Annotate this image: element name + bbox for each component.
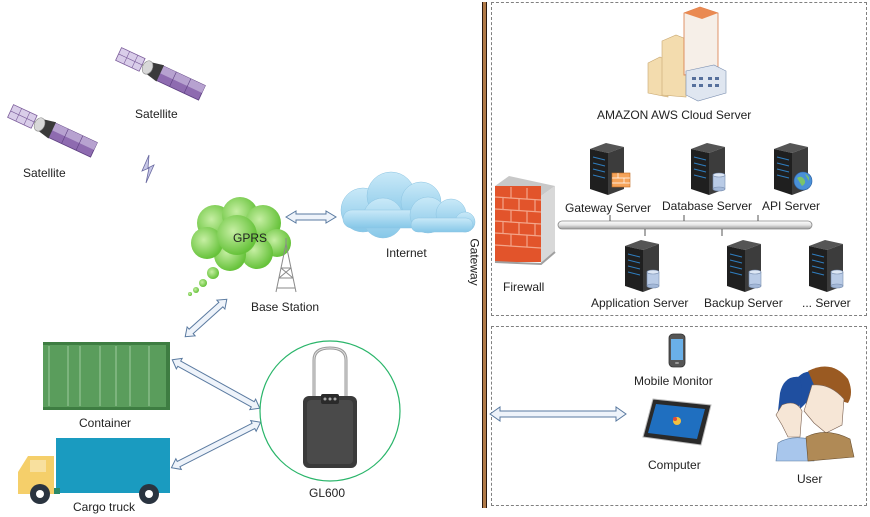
api-server-icon bbox=[773, 142, 813, 196]
database-badge-icon bbox=[712, 172, 726, 192]
container-icon bbox=[43, 342, 170, 410]
clients-panel bbox=[491, 326, 867, 506]
gprs-label: GPRS bbox=[233, 231, 268, 245]
user-label: User bbox=[797, 472, 823, 486]
internet-cloud-icon bbox=[340, 171, 476, 239]
arrow-truck-device bbox=[170, 419, 262, 471]
backup-server-icon bbox=[726, 239, 762, 293]
database-badge-icon bbox=[748, 269, 762, 289]
connection-arrows bbox=[170, 210, 337, 471]
gateway-server-label: Gateway Server bbox=[565, 201, 652, 215]
satellite-label: Satellite bbox=[135, 107, 178, 121]
computer-label: Computer bbox=[648, 458, 701, 472]
gl600-device-circle bbox=[259, 340, 401, 482]
application-server-icon bbox=[624, 239, 660, 293]
backup-server-label: Backup Server bbox=[704, 296, 783, 310]
gateway-label: Gateway bbox=[467, 238, 482, 286]
gprs-cloud-icon bbox=[188, 197, 291, 296]
firewall-label: Firewall bbox=[503, 280, 545, 294]
cloud-title: AMAZON AWS Cloud Server bbox=[597, 108, 752, 122]
internet-label: Internet bbox=[386, 246, 427, 260]
application-server-label: Application Server bbox=[591, 296, 689, 310]
gateway-server-icon bbox=[589, 142, 631, 196]
api-server-label: API Server bbox=[762, 199, 821, 213]
cloud-buildings-icon bbox=[647, 6, 727, 102]
user-icon bbox=[775, 366, 855, 462]
arrow-container-device bbox=[171, 357, 261, 411]
container-label: Container bbox=[79, 416, 132, 430]
lightning-icon bbox=[141, 154, 155, 184]
cargo-truck-label: Cargo truck bbox=[73, 500, 136, 514]
mobile-monitor-label: Mobile Monitor bbox=[634, 374, 713, 388]
gateway-clients-arrow bbox=[489, 406, 627, 422]
cargo-truck-icon bbox=[18, 438, 170, 504]
firewall-icon bbox=[494, 176, 556, 266]
cloud-server-panel bbox=[491, 2, 867, 316]
other-server-icon bbox=[808, 239, 844, 293]
satellite-label: Satellite bbox=[23, 166, 66, 180]
tablet-computer-icon bbox=[642, 398, 712, 446]
arrow-gprs-internet bbox=[285, 210, 337, 224]
database-server-icon bbox=[690, 142, 726, 196]
database-badge-icon bbox=[830, 269, 844, 289]
mobile-phone-icon bbox=[668, 333, 686, 368]
network-backbone bbox=[557, 215, 813, 236]
firewall-badge-icon bbox=[611, 172, 631, 188]
gl600-label: GL600 bbox=[309, 486, 346, 500]
base-station-label: Base Station bbox=[251, 300, 320, 314]
database-server-label: Database Server bbox=[662, 199, 753, 213]
arrow-gprs-container bbox=[184, 298, 228, 338]
other-server-label: ... Server bbox=[802, 296, 851, 310]
base-station-tower-icon bbox=[275, 238, 297, 293]
globe-badge-icon bbox=[793, 171, 813, 191]
gateway-divider bbox=[482, 2, 487, 508]
database-badge-icon bbox=[646, 269, 660, 289]
